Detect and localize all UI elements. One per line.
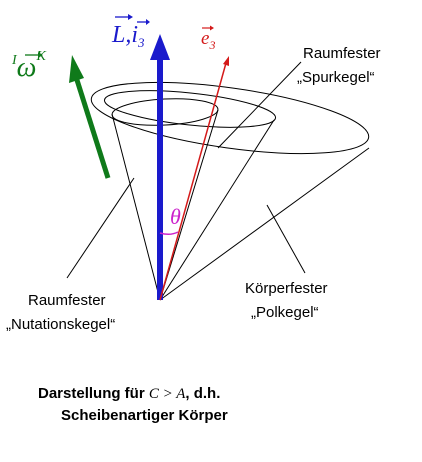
i-symbol: i bbox=[131, 22, 138, 48]
polkegel-leader-line bbox=[266, 204, 306, 274]
polkegel-ellipse bbox=[103, 90, 277, 128]
angular-momentum-arrow-head bbox=[150, 34, 170, 60]
angular-velocity-arrow-head bbox=[69, 55, 84, 83]
i-vector-accent-head bbox=[146, 19, 150, 25]
angular-velocity-arrow-shaft bbox=[74, 79, 111, 179]
omega-pre-superscript: I bbox=[11, 53, 18, 68]
caption-line1-math: C > A bbox=[149, 386, 186, 402]
nutation-cone-right-edge bbox=[159, 109, 219, 301]
spurkegel-label-line1: Raumfester bbox=[303, 45, 381, 62]
e-vector-accent-head bbox=[210, 25, 214, 31]
theta-arc bbox=[159, 231, 179, 236]
caption-line1-end: , d.h. bbox=[185, 385, 220, 402]
caption-line2: Scheibenartiger Körper bbox=[61, 407, 228, 424]
i-subscript: 3 bbox=[137, 35, 145, 50]
body-axis-label: e3 bbox=[201, 28, 215, 52]
label-comma: , bbox=[125, 22, 131, 48]
body-axis-arrow-shaft bbox=[159, 62, 227, 301]
angular-velocity-label: IωK bbox=[11, 49, 46, 83]
trace-cone-right-edge bbox=[159, 147, 370, 301]
nutationskegel-leader-line bbox=[66, 177, 135, 279]
nutationskegel-label-line1: Raumfester bbox=[28, 292, 106, 309]
angular-momentum-label: L,i3 bbox=[111, 22, 145, 50]
spurkegel-ellipse bbox=[90, 81, 370, 155]
caption-line1: Darstellung für C > A, d.h. bbox=[38, 385, 220, 402]
L-vector-accent-head bbox=[128, 14, 133, 20]
omega-post-superscript: K bbox=[35, 49, 46, 64]
spurkegel-label-line2: „Spurkegel“ bbox=[297, 69, 375, 86]
e-subscript: 3 bbox=[208, 38, 215, 52]
nutation-cone-left-edge bbox=[111, 113, 161, 301]
spurkegel-leader-line bbox=[217, 61, 302, 149]
omega-symbol: ω bbox=[17, 52, 37, 83]
caption-line1-text: Darstellung für bbox=[38, 385, 149, 402]
theta-symbol: θ bbox=[170, 204, 181, 229]
polkegel-label-line2: „Polkegel“ bbox=[251, 304, 319, 321]
polkegel-label-line1: Körperfester bbox=[245, 280, 328, 297]
body-cone-right-edge bbox=[159, 119, 275, 301]
L-symbol: L bbox=[111, 22, 125, 48]
omega-vector-accent-head bbox=[38, 52, 43, 58]
body-axis-arrow-head bbox=[223, 56, 229, 66]
nutationskegel-ellipse bbox=[111, 98, 219, 126]
nutationskegel-label-line2: „Nutationskegel“ bbox=[6, 316, 115, 333]
e-symbol: e bbox=[201, 28, 209, 49]
